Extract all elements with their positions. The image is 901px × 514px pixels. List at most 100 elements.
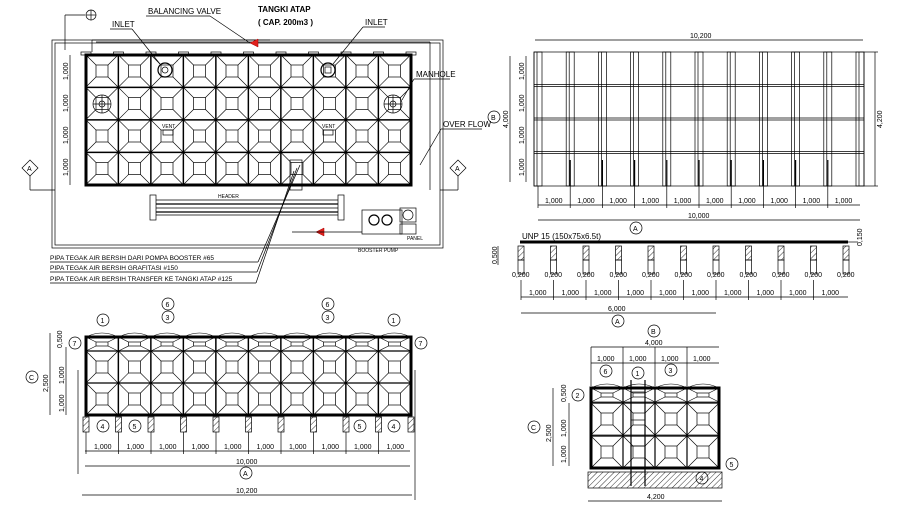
section-marker-a-left: A xyxy=(21,159,55,191)
pad-dim: 0,200 xyxy=(707,272,725,279)
tank-panel xyxy=(686,402,720,436)
tank-panel xyxy=(150,87,184,120)
plan-row-dim-3: 1,000 xyxy=(63,126,70,144)
plan-row-dim-4: 1,000 xyxy=(63,158,70,176)
vent-left-icon xyxy=(162,129,174,136)
se-marker-c: C xyxy=(531,425,536,432)
plan-row-dim-1: 1,000 xyxy=(63,62,70,80)
fe-col-dim: 1,000 xyxy=(322,444,340,451)
top-lug xyxy=(113,51,124,56)
top-lug xyxy=(80,51,92,56)
inlet-right-icon xyxy=(320,62,336,78)
se-height-mid: 1,000 xyxy=(561,419,568,437)
se-callout-5-circle xyxy=(725,457,739,471)
fe-height-bot: 1,000 xyxy=(59,394,66,412)
top-lug xyxy=(275,51,287,56)
top-lug xyxy=(210,51,222,56)
foundation-col-dim: 1,000 xyxy=(835,198,853,205)
tank-panel xyxy=(183,87,216,120)
beam-pad xyxy=(615,245,622,261)
callout-6-left: 6 xyxy=(166,302,170,309)
header-label: HEADER xyxy=(218,194,239,200)
se-height-total: 2,500 xyxy=(546,424,553,442)
callout-3-right: 3 xyxy=(326,315,330,322)
plan-tank-grid xyxy=(80,51,417,187)
vent-left-label: VENT xyxy=(162,124,175,130)
support-pad xyxy=(115,416,122,433)
foundation-overall-width: 10,200 xyxy=(690,33,712,40)
vent-right-icon xyxy=(322,129,334,136)
callout-3-right-circle xyxy=(321,310,335,324)
support-pad xyxy=(147,416,155,433)
tank-panel xyxy=(183,152,216,185)
beam-spacing-dim: 1,000 xyxy=(757,290,775,297)
beam-pad-lower xyxy=(582,259,590,275)
se-overall-width: 4,000 xyxy=(645,340,663,347)
pad-dim: 0,200 xyxy=(577,272,595,279)
se-callout-6: 6 xyxy=(604,369,608,376)
beam-pad xyxy=(777,245,785,261)
pipe-notes: PIPA TEGAK AIR BERSIH DARI POMPA BOOSTER… xyxy=(50,255,258,284)
se-callout-2: 2 xyxy=(576,393,580,400)
valve-symbol-top xyxy=(85,9,97,21)
se-col-dim: 1,000 xyxy=(597,356,615,363)
beam-spacing-dim: 1,000 xyxy=(692,290,710,297)
pad-dim: 0,200 xyxy=(772,272,790,279)
top-lug xyxy=(178,51,189,56)
se-callout-1-circle xyxy=(631,366,645,380)
callout-4-left-circle xyxy=(96,419,110,433)
tank-panel xyxy=(345,54,379,88)
foundation-col-dim: 1,000 xyxy=(770,198,788,205)
tank-panel xyxy=(183,350,216,384)
inlet-right-label: INLET xyxy=(365,18,388,27)
front-elevation-grid xyxy=(84,332,413,417)
support-pad xyxy=(407,416,415,433)
tank-panel xyxy=(85,54,119,88)
tank-panel xyxy=(590,402,624,436)
tank-panel xyxy=(85,119,119,153)
foundation-inner-width: 10,000 xyxy=(688,213,710,220)
beam-pad-lower xyxy=(647,259,655,275)
tank-panel xyxy=(654,435,688,469)
inlet-left-label: INLET xyxy=(112,20,135,29)
tank-panel xyxy=(378,87,411,120)
plan-inner-frame xyxy=(54,42,441,246)
callout-3-left-circle xyxy=(161,310,175,324)
support-pad xyxy=(342,416,350,433)
top-lug xyxy=(340,51,352,56)
se-col-dim: 1,000 xyxy=(661,356,679,363)
callout-4-right: 4 xyxy=(392,424,396,431)
vent-right-label: VENT xyxy=(322,124,335,130)
callout-7-left: 7 xyxy=(73,341,77,348)
se-height-top: 0,500 xyxy=(561,384,568,402)
tank-panel xyxy=(654,402,688,436)
tank-panel xyxy=(280,382,314,416)
section-marker-a-right: A xyxy=(440,159,467,191)
beam-pad xyxy=(550,245,557,261)
beam-pad xyxy=(647,245,655,261)
beam-spacing-dim: 1,000 xyxy=(594,290,612,297)
tank-panel xyxy=(590,435,624,469)
top-lug xyxy=(308,51,319,56)
tank-panel xyxy=(248,350,281,384)
pipe-note-transfer: PIPA TEGAK AIR BERSIH TRANSFER KE TANGKI… xyxy=(50,276,233,283)
beam-pad-lower xyxy=(680,259,687,275)
tank-panel xyxy=(280,350,314,384)
marker-a-circle xyxy=(629,221,643,235)
foundation-col-dim: 1,000 xyxy=(674,198,692,205)
overflow-label: OVER FLOW xyxy=(443,120,491,129)
foundation-plan: 10,200 4,200 4,000 B 1,000 1,000 1,000 1… xyxy=(487,33,884,235)
beam-pad-lower xyxy=(712,259,720,275)
callout-4-left: 4 xyxy=(101,424,105,431)
marker-a: A xyxy=(633,226,638,233)
foundation-beam xyxy=(533,51,543,187)
beam-pad-lower xyxy=(842,259,850,275)
balancing-valve-label: BALANCING VALVE xyxy=(148,7,221,16)
